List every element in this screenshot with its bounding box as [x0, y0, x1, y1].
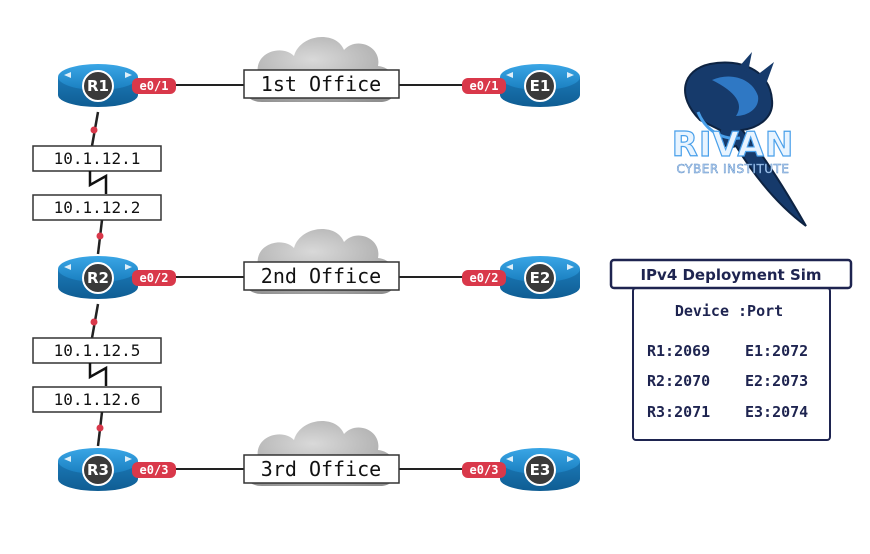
panel-row-right: E3:2074: [745, 403, 808, 421]
port-badge: [462, 270, 506, 286]
office-label-box: [243, 261, 400, 291]
rivan-logo: RIVAN CYBER INSTITUTE: [671, 52, 807, 227]
ip-label: 10.1.12.1: [54, 149, 141, 168]
port-badge: [132, 270, 176, 286]
port-info-panel: IPv4 Deployment Sim Device :Port R1:2069…: [609, 258, 853, 441]
link-dot: [96, 232, 104, 240]
serial-zigzag-icon: [88, 171, 108, 194]
panel-row-right: E1:2072: [745, 342, 808, 360]
port-badge: [132, 78, 176, 94]
panel-row-left: R3:2071: [647, 403, 710, 421]
logo-name: RIVAN: [672, 125, 795, 165]
panel-header: Device :Port: [675, 302, 783, 320]
port-label: e0/2: [140, 271, 169, 285]
office-row-3: 3rd Office R3 e0/3 E3 e0/3: [57, 421, 581, 492]
ip-label-box: [32, 145, 162, 172]
serial-link-r2-r3: 10.1.12.5 10.1.12.6: [32, 303, 162, 447]
ip-label: 10.1.12.2: [54, 198, 141, 217]
port-label: e0/2: [470, 271, 499, 285]
panel-title-box: [609, 258, 853, 290]
office-label-box: [243, 454, 400, 484]
office-row-2: 2nd Office R2 e0/2 E2 e0/2: [57, 229, 581, 300]
port-label: e0/1: [470, 79, 499, 93]
office-label-box: [243, 69, 400, 99]
port-badge: [462, 462, 506, 478]
port-label: e0/3: [470, 463, 499, 477]
port-label: e0/3: [140, 463, 169, 477]
office-label: 1st Office: [261, 72, 381, 96]
ip-label-box: [32, 337, 162, 364]
port-badge: [462, 78, 506, 94]
panel-title: IPv4 Deployment Sim: [640, 266, 821, 284]
router-name-r2: R2: [87, 269, 109, 287]
ip-label-box: [32, 386, 162, 413]
ip-label-box: [32, 194, 162, 221]
link-dot: [90, 126, 98, 134]
serial-zigzag-icon: [88, 363, 108, 386]
router-name-r3: R3: [87, 461, 109, 479]
link-dot: [90, 318, 98, 326]
router-name-e2: E2: [530, 269, 551, 287]
port-label: e0/1: [140, 79, 169, 93]
panel-row-left: R2:2070: [647, 372, 710, 390]
ip-label: 10.1.12.6: [54, 390, 141, 409]
panel-row-right: E2:2073: [745, 372, 808, 390]
link-dot: [96, 424, 104, 432]
dragon-logo-icon: [684, 52, 807, 227]
office-label: 2nd Office: [261, 264, 381, 288]
office-label: 3rd Office: [261, 457, 381, 481]
serial-link-r1-r2: 10.1.12.1 10.1.12.2: [32, 111, 162, 255]
router-name-e3: E3: [530, 461, 551, 479]
router-name-r1: R1: [87, 77, 109, 95]
logo-tagline: CYBER INSTITUTE: [677, 162, 790, 176]
ip-label: 10.1.12.5: [54, 341, 141, 360]
port-badge: [132, 462, 176, 478]
panel-row-left: R1:2069: [647, 342, 710, 360]
office-row-1: 1st Office R1 e0/1 E1 e0/1: [57, 37, 581, 108]
router-name-e1: E1: [530, 77, 551, 95]
